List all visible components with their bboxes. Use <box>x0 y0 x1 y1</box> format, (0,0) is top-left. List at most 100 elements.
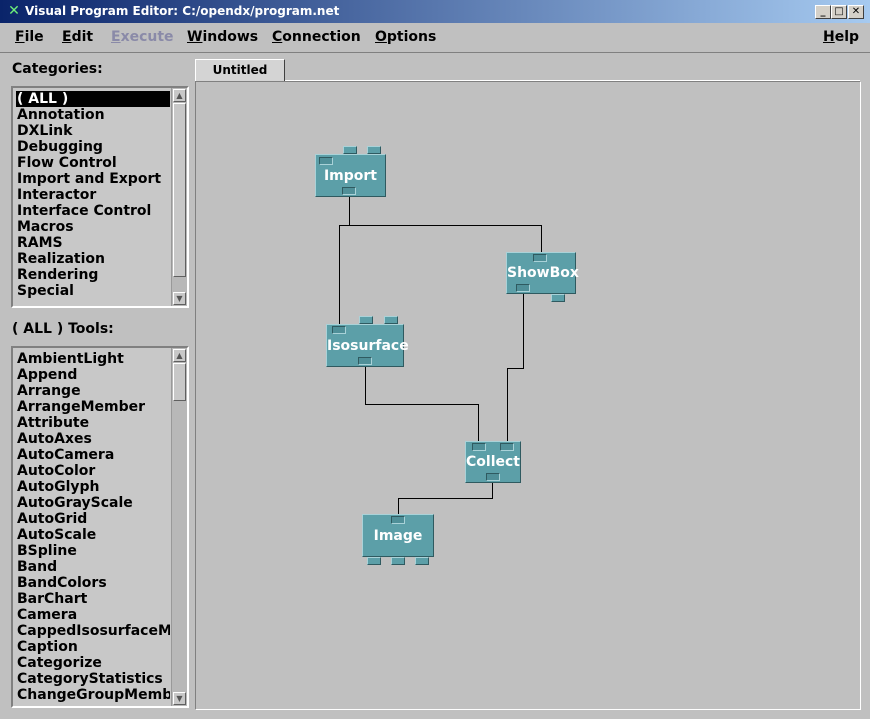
collect-input-port[interactable] <box>472 443 486 451</box>
list-item[interactable]: RAMS <box>17 235 63 251</box>
close-button[interactable]: ✕ <box>848 5 864 19</box>
wire[interactable] <box>478 404 479 444</box>
wire[interactable] <box>398 498 493 499</box>
isosurface-output-port[interactable] <box>358 357 372 365</box>
list-item[interactable]: AutoAxes <box>17 431 92 447</box>
wire[interactable] <box>507 368 524 369</box>
image-output-port[interactable] <box>391 557 405 565</box>
wire[interactable] <box>339 225 542 226</box>
list-item[interactable]: Special <box>17 283 74 299</box>
import-input-port[interactable] <box>367 146 381 154</box>
list-item[interactable]: Band <box>17 559 58 575</box>
tab-untitled[interactable]: Untitled <box>195 59 285 82</box>
list-item[interactable]: Annotation <box>17 107 105 123</box>
list-item[interactable]: Interactor <box>17 187 97 203</box>
import-param-port[interactable] <box>319 157 333 165</box>
showbox-output-port[interactable] <box>516 284 530 292</box>
list-item[interactable]: AutoScale <box>17 527 97 543</box>
scroll-down-icon[interactable]: ▼ <box>173 692 186 705</box>
isosurface-node[interactable]: Isosurface <box>326 324 409 367</box>
isosurface-input-port[interactable] <box>359 316 373 324</box>
image-output-port[interactable] <box>367 557 381 565</box>
list-item[interactable]: Import and Export <box>17 171 162 187</box>
wire[interactable] <box>365 404 479 405</box>
scroll-thumb[interactable] <box>173 103 186 277</box>
scroll-thumb[interactable] <box>173 363 186 401</box>
wire[interactable] <box>398 498 399 516</box>
import-node[interactable]: Import <box>315 154 386 197</box>
list-item[interactable]: AutoGrayScale <box>17 495 133 511</box>
image-input-port[interactable] <box>391 516 405 524</box>
list-item[interactable]: BandColors <box>17 575 107 591</box>
list-item[interactable]: Debugging <box>17 139 103 155</box>
list-item[interactable]: Camera <box>17 607 78 623</box>
menu-windows[interactable]: Windows <box>187 29 259 45</box>
menu-bar: File Edit Execute Windows Connection Opt… <box>0 23 870 53</box>
app-icon: ✕ <box>8 3 20 19</box>
image-node[interactable]: Image <box>362 514 434 557</box>
showbox-output-port[interactable] <box>551 294 565 302</box>
list-item[interactable]: AutoColor <box>17 463 96 479</box>
list-item[interactable]: ChangeGroupMember <box>17 687 170 703</box>
wire[interactable] <box>339 225 340 327</box>
list-item[interactable]: AmbientLight <box>17 351 124 367</box>
import-node-label: Import <box>323 168 378 184</box>
list-item[interactable]: BarChart <box>17 591 88 607</box>
wire[interactable] <box>507 368 508 444</box>
menu-file[interactable]: File <box>15 29 44 45</box>
list-item[interactable]: Categorize <box>17 655 102 671</box>
list-item[interactable]: Interface Control <box>17 203 152 219</box>
list-item[interactable]: AutoGrid <box>17 511 88 527</box>
list-item[interactable]: CategoryStatistics <box>17 671 163 687</box>
list-item[interactable]: Arrange <box>17 383 81 399</box>
menu-help[interactable]: Help <box>823 29 860 45</box>
minimize-button[interactable]: _ <box>815 5 831 19</box>
isosurface-param-port[interactable] <box>332 326 346 334</box>
wire[interactable] <box>492 481 493 499</box>
list-item[interactable]: Realization <box>17 251 105 267</box>
list-item[interactable]: DXLink <box>17 123 73 139</box>
import-input-port[interactable] <box>343 146 357 154</box>
list-item[interactable]: CappedIsosurfaceMac <box>17 623 170 639</box>
image-output-port[interactable] <box>415 557 429 565</box>
categories-scrollbar[interactable]: ▲ ▼ <box>171 88 187 306</box>
isosurface-input-port[interactable] <box>384 316 398 324</box>
collect-node[interactable]: Collect <box>465 441 521 483</box>
wire[interactable] <box>365 365 366 405</box>
showbox-node-label: ShowBox <box>507 265 579 281</box>
tools-label: ( ALL ) Tools: <box>12 321 114 337</box>
collect-input-port[interactable] <box>500 443 514 451</box>
list-item[interactable]: ( ALL ) <box>16 91 170 107</box>
scroll-down-icon[interactable]: ▼ <box>173 292 186 305</box>
scroll-up-icon[interactable]: ▲ <box>173 89 186 102</box>
title-bar[interactable]: ✕ Visual Program Editor: C:/opendx/progr… <box>0 0 870 23</box>
wire[interactable] <box>523 292 524 369</box>
menu-execute[interactable]: Execute <box>111 29 174 45</box>
list-item[interactable]: Append <box>17 367 78 383</box>
menu-connection[interactable]: Connection <box>272 29 361 45</box>
collect-output-port[interactable] <box>486 473 500 481</box>
list-item[interactable]: BSpline <box>17 543 77 559</box>
maximize-button[interactable]: □ <box>831 5 847 19</box>
scroll-up-icon[interactable]: ▲ <box>173 349 186 362</box>
tools-scrollbar[interactable]: ▲ ▼ <box>171 348 187 706</box>
wire[interactable] <box>541 225 542 255</box>
list-item[interactable]: Caption <box>17 639 78 655</box>
showbox-input-port[interactable] <box>533 254 547 262</box>
list-item[interactable]: Macros <box>17 219 74 235</box>
program-canvas[interactable] <box>195 81 861 710</box>
list-item[interactable]: AutoGlyph <box>17 479 100 495</box>
import-output-port[interactable] <box>342 187 356 195</box>
menu-edit[interactable]: Edit <box>62 29 94 45</box>
list-item[interactable]: Attribute <box>17 415 90 431</box>
menu-options[interactable]: Options <box>375 29 437 45</box>
showbox-node[interactable]: ShowBox <box>506 252 579 294</box>
window-title: Visual Program Editor: C:/opendx/program… <box>25 4 340 18</box>
list-item[interactable]: Flow Control <box>17 155 117 171</box>
list-item[interactable]: Rendering <box>17 267 99 283</box>
list-item[interactable]: ArrangeMember <box>17 399 146 415</box>
list-item[interactable]: AutoCamera <box>17 447 115 463</box>
wire[interactable] <box>349 196 350 226</box>
